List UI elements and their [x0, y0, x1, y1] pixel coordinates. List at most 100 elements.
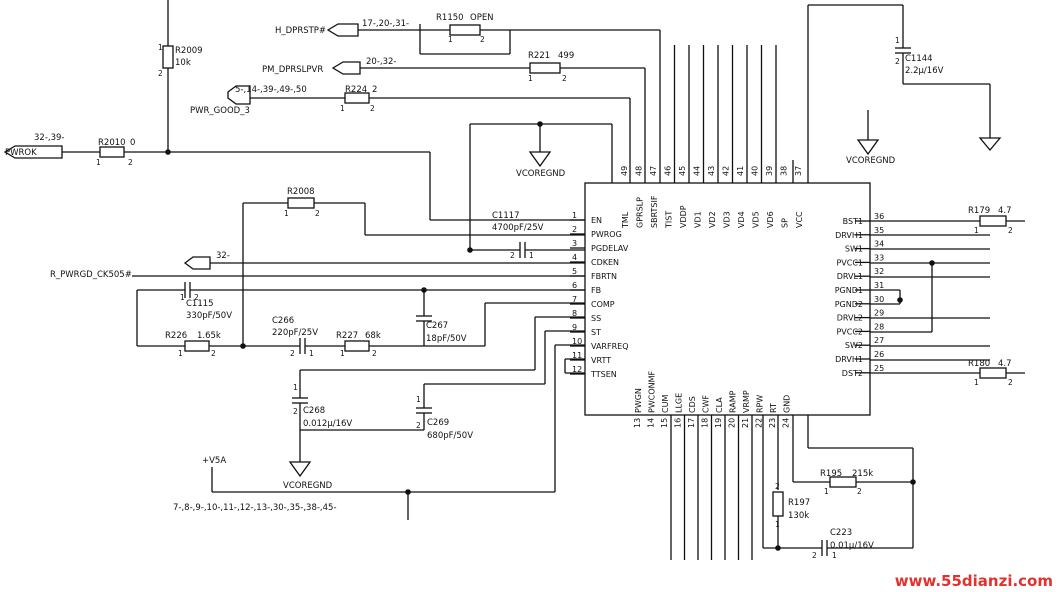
ic-pin-number: 19 [714, 418, 723, 428]
ic-pin-name: BST1 [843, 217, 863, 226]
ic-pin-name: ST [591, 328, 601, 337]
h-dprstp-refs: 17-,20-,31- [362, 19, 409, 29]
c1117-val: 4700pF/25V [492, 223, 544, 233]
r197-val: 130k [788, 511, 809, 521]
ic-pin-number: 24 [782, 418, 791, 428]
ic-pin-name: COMP [591, 300, 615, 309]
ic-pin-name: SBRTSIF [650, 195, 659, 228]
pm-dprslpvr-port [331, 61, 361, 75]
vid-bus-lines [673, 45, 777, 183]
r2009-body [162, 45, 174, 69]
r180-val: 4.7 [998, 359, 1012, 369]
ic-pin-name: DRVH1 [835, 355, 863, 364]
r180-ref: R180 [968, 359, 990, 369]
ic-pin-number: 34 [874, 240, 884, 249]
svg-text:2: 2 [370, 104, 375, 113]
pm-dprslpvr-net: PM_DPRSLPVR 20-,32- R221 499 1 2 [262, 51, 646, 183]
ic-pin-name: FBRTN [591, 272, 617, 281]
ic-pin-name: TML [621, 211, 630, 229]
ic-pin-name: SW2 [845, 341, 863, 350]
ic-pin-number: 12 [572, 365, 582, 374]
r221-val: 499 [558, 51, 574, 61]
r179-body [979, 215, 1007, 227]
r227-body [344, 340, 370, 352]
pm-dprslpvr-label: PM_DPRSLPVR [262, 65, 323, 75]
vcoregnd-label-1: VCOREGND [516, 169, 566, 179]
vcoregnd-label-3: VCOREGND [846, 156, 896, 166]
ic-pin-number: 1 [572, 211, 577, 220]
ic-pin-name: VD1 [694, 211, 703, 228]
ic-pin-name: PGDELAV [591, 244, 629, 253]
svg-text:2: 2 [315, 209, 320, 218]
ic-pin-name: CDKEN [591, 258, 619, 267]
r2009-ref: R2009 [175, 46, 203, 56]
ic-pin-name: SW1 [845, 245, 863, 254]
c1144-ref: C1144 [905, 54, 933, 64]
c1117-group: C1117 4700pF/25V 2 1 [467, 211, 585, 260]
v5a-refs: 7-,8-,9-,10-,11-,12-,13-,30-,35-,38-,45- [173, 503, 337, 513]
v5a-label: +V5A [202, 456, 226, 466]
svg-text:2: 2 [416, 421, 421, 430]
c1117-ref: C1117 [492, 211, 520, 221]
svg-text:2: 2 [895, 57, 900, 66]
ic-pin-number: 32 [874, 267, 884, 276]
ic-pin-name: VD5 [752, 211, 761, 228]
svg-text:1: 1 [895, 36, 900, 45]
svg-text:1: 1 [180, 293, 185, 302]
ic-bottom-pins: 13PWGN14PWCONMF15CUM16LLGE17CDS18CWF19CL… [633, 370, 792, 428]
ic-pin-name: VD6 [766, 211, 775, 228]
r226-body [184, 340, 210, 352]
ic-pin-name: DRVH1 [835, 231, 863, 240]
fbrtn-net: R_PWRGD_CK505# [50, 270, 585, 280]
svg-text:2: 2 [857, 487, 862, 496]
c267-val: 18pF/50V [426, 334, 467, 344]
ic-pin-number: 23 [768, 418, 777, 428]
ic-pin-number: 13 [633, 418, 642, 428]
ic-pin-name: SS [591, 314, 601, 323]
ic-pin-number: 18 [701, 418, 710, 428]
svg-text:1: 1 [340, 349, 345, 358]
ic-pin-number: 26 [874, 350, 884, 359]
c1115-ref: C1115 [186, 299, 214, 309]
svg-text:2: 2 [128, 158, 133, 167]
ic-pin-name: DRVL2 [837, 314, 863, 323]
ss-network: 1 2 C268 0.012μ/16V VCOREGND [283, 316, 585, 491]
ic-pin-number: 47 [649, 166, 658, 176]
ic-pin-number: 17 [687, 418, 696, 428]
right-outputs: R179 4.7 1 2 R180 4.7 1 2 [870, 206, 1025, 387]
c266-val: 220pF/25V [272, 328, 318, 338]
r-pwrgd-label: R_PWRGD_CK505# [50, 270, 132, 280]
ic-pin-number: 48 [635, 166, 644, 176]
svg-text:2: 2 [372, 349, 377, 358]
ic-pin-name: VDDP [679, 205, 688, 228]
svg-text:1: 1 [974, 226, 979, 235]
c223-ref: C223 [830, 528, 852, 538]
c269-val: 680pF/50V [427, 431, 473, 441]
svg-text:1: 1 [448, 35, 453, 44]
st-network: 1 2 C269 680pF/50V [300, 330, 585, 441]
svg-text:1: 1 [974, 378, 979, 387]
svg-text:2: 2 [158, 69, 163, 78]
svg-text:2: 2 [211, 349, 216, 358]
h-dprstp-net: H_DPRSTP# 17-,20-,31- R1150 OPEN 1 2 [275, 13, 661, 183]
r179-val: 4.7 [998, 206, 1012, 216]
c267-ref: C267 [426, 321, 448, 331]
ic-pin-name: RPW [756, 395, 765, 413]
bottom-bus-lines [670, 415, 753, 560]
net32-port [183, 256, 211, 270]
ic-pin-name: PWGN [634, 388, 643, 413]
svg-text:2: 2 [812, 551, 817, 560]
ic-pin-number: 49 [620, 166, 629, 176]
r2008-group: R2008 1 2 [242, 187, 585, 346]
r1150-body [449, 24, 481, 36]
r1150-val: OPEN [470, 13, 494, 23]
svg-text:1: 1 [529, 251, 534, 260]
ic-top-pins: 49TML48GPRSLP47SBRTSIF46TIST45VDDP44VD14… [620, 166, 804, 229]
ic-pin-name: EN [591, 216, 602, 225]
r195-ref: R195 [820, 469, 842, 479]
ic-pin-number: 21 [741, 418, 750, 428]
svg-text:2: 2 [194, 293, 199, 302]
ic-pin-number: 43 [707, 166, 716, 176]
ic-pin-name: PWROG [591, 230, 622, 239]
